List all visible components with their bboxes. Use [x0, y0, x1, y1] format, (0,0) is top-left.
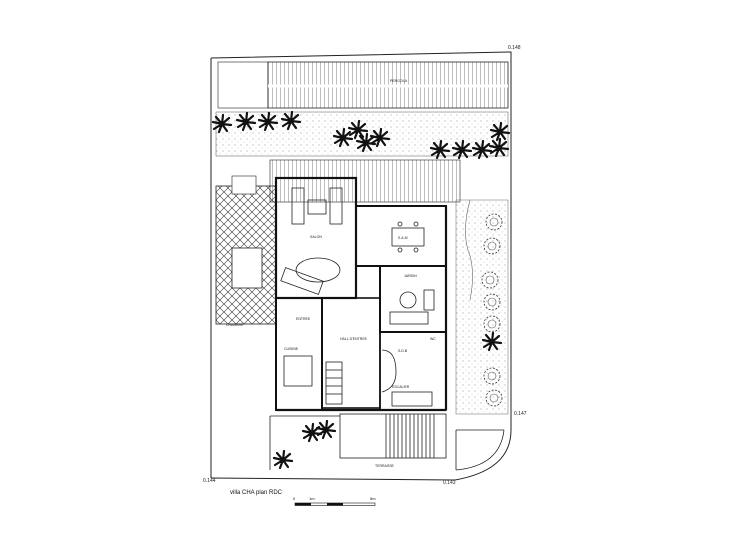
room-label-sam: S.A.M — [398, 236, 408, 240]
room-label-terrasse: TERRASSE — [375, 464, 395, 468]
room-label-escalier: ESCALIER — [392, 385, 410, 389]
room-label-hall: HALL D'ENTREE — [340, 337, 368, 341]
tiled-terrace — [215, 175, 277, 325]
house-walls — [274, 176, 448, 412]
level-bottom-mid: 0.143 — [443, 480, 456, 486]
room-label-pergola: PERGOLA — [390, 79, 408, 83]
scale-tick-1m: 1m — [309, 496, 315, 501]
title-block: villa CHA plan RDC 0 1m 5m — [230, 490, 376, 506]
room-label-wc: WC — [430, 337, 436, 341]
level-right: 0.147 — [514, 411, 527, 417]
level-markers: 0.148 0.147 0.144 0.143 — [203, 45, 527, 486]
entrance-stairs — [269, 413, 505, 471]
level-top-right: 0.148 — [508, 45, 521, 51]
furniture — [280, 187, 435, 407]
scale-tick-0: 0 — [293, 496, 296, 501]
room-label-entree: ENTREE — [296, 317, 311, 321]
pergola-area — [217, 61, 509, 109]
right-garden — [455, 199, 509, 415]
room-labels: PERGOLA SALON S.A.M HALL D'ENTREE CUISIN… — [226, 79, 436, 468]
site-boundary — [210, 51, 512, 481]
room-label-salon: SALON — [310, 235, 322, 239]
scale-tick-5m: 5m — [370, 496, 376, 501]
level-bottom-left: 0.144 — [203, 478, 216, 484]
room-label-sdb: S.D.B — [398, 349, 408, 353]
room-label-jardin: JARDIN — [404, 274, 417, 278]
drawing-title: villa CHA plan RDC — [230, 490, 283, 496]
room-label-chambre: CHAMBRE — [226, 323, 244, 327]
terrace-hatch — [269, 159, 461, 203]
room-label-cuisine: CUISINE — [284, 347, 299, 351]
